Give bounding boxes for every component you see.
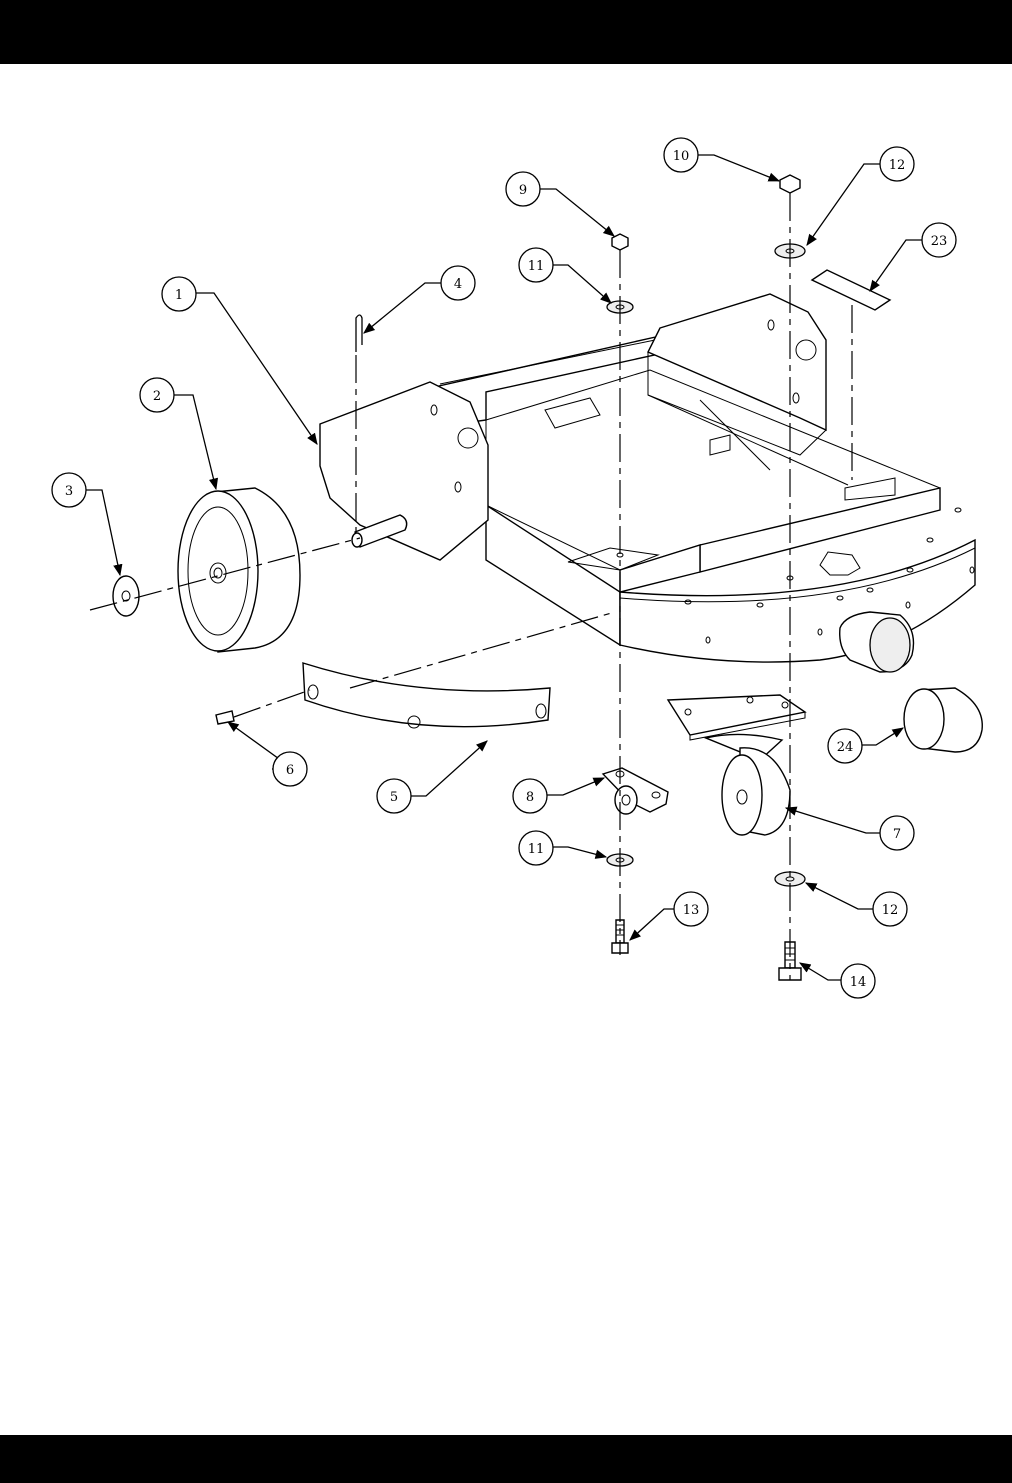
callout-6: 6 <box>273 752 307 786</box>
callout-8: 8 <box>513 779 547 813</box>
caster-7 <box>668 695 805 835</box>
callout-13: 13 <box>674 892 708 926</box>
nut-10 <box>780 175 800 193</box>
callout-9: 9 <box>506 172 540 206</box>
svg-text:7: 7 <box>893 827 901 842</box>
callout-12-bottom: 12 <box>873 892 907 926</box>
svg-text:13: 13 <box>683 903 700 918</box>
callout-11-bottom: 11 <box>519 831 553 865</box>
callout-24: 24 <box>828 729 862 763</box>
callout-1: 1 <box>162 277 196 311</box>
callout-12-top: 12 <box>880 147 914 181</box>
callout-7: 7 <box>880 816 914 850</box>
callout-11-top: 11 <box>519 248 553 282</box>
cap-24 <box>904 688 982 752</box>
svg-text:23: 23 <box>931 234 948 249</box>
curved-skirt-5 <box>303 663 550 728</box>
svg-text:24: 24 <box>837 740 854 755</box>
deck-frame <box>320 294 975 672</box>
decal-23 <box>812 270 890 310</box>
svg-text:12: 12 <box>889 158 906 173</box>
svg-text:14: 14 <box>850 975 867 990</box>
callout-4: 4 <box>441 266 475 300</box>
callout-23: 23 <box>922 223 956 257</box>
washer-3 <box>113 576 139 616</box>
callout-3: 3 <box>52 473 86 507</box>
svg-text:6: 6 <box>286 763 294 778</box>
cotter-pin-4 <box>356 315 362 352</box>
svg-text:9: 9 <box>519 183 527 198</box>
callout-2: 2 <box>140 378 174 412</box>
bracket-8 <box>603 768 668 814</box>
svg-text:5: 5 <box>390 790 398 805</box>
svg-text:8: 8 <box>526 790 534 805</box>
svg-text:4: 4 <box>454 277 462 292</box>
screw-6 <box>216 711 234 724</box>
nut-9 <box>612 234 628 250</box>
svg-text:11: 11 <box>528 259 545 274</box>
callout-14: 14 <box>841 964 875 998</box>
svg-text:11: 11 <box>528 842 545 857</box>
svg-text:12: 12 <box>882 903 899 918</box>
svg-text:3: 3 <box>65 484 73 499</box>
svg-text:10: 10 <box>673 149 690 164</box>
svg-text:1: 1 <box>175 288 183 303</box>
callout-5: 5 <box>377 779 411 813</box>
svg-text:2: 2 <box>153 389 161 404</box>
callout-10: 10 <box>664 138 698 172</box>
